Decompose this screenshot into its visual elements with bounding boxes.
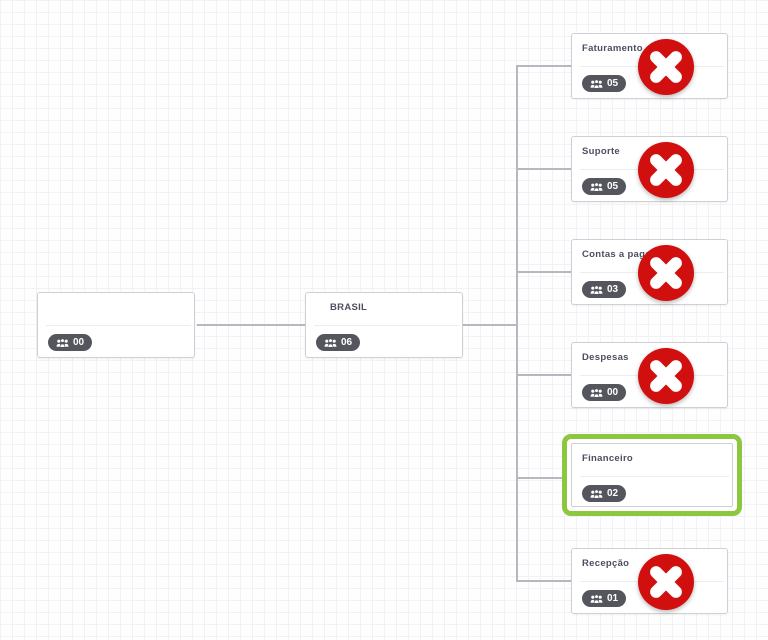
member-count-badge: 00 <box>48 334 93 351</box>
users-icon <box>590 488 603 499</box>
users-icon <box>590 284 603 295</box>
connector-child-3 <box>516 271 571 273</box>
member-count: 00 <box>73 337 85 348</box>
connector-parent-trunk <box>463 324 518 326</box>
node-title: Faturamento <box>582 43 643 54</box>
node-title: Despesas <box>582 352 629 363</box>
delete-node-button[interactable] <box>636 37 696 97</box>
member-count: 06 <box>341 337 353 348</box>
delete-node-button[interactable] <box>636 346 696 406</box>
users-icon <box>590 78 603 89</box>
member-count: 02 <box>607 488 619 499</box>
member-count: 01 <box>607 593 619 604</box>
connector-child-4 <box>516 374 571 376</box>
node-title: Financeiro <box>582 453 634 464</box>
org-node-recepcao[interactable]: Recepção 01 <box>571 548 728 614</box>
connector-trunk <box>516 65 518 582</box>
connector-child-2 <box>516 168 571 170</box>
node-title: Suporte <box>582 146 620 157</box>
close-icon <box>636 346 696 406</box>
close-icon <box>636 140 696 200</box>
org-node-contas-a-pagar[interactable]: Contas a pagar 03 <box>571 239 728 305</box>
member-count: 05 <box>607 181 619 192</box>
connector-child-5 <box>516 477 571 479</box>
users-icon <box>590 387 603 398</box>
delete-node-button[interactable] <box>636 243 696 303</box>
node-separator <box>314 325 459 326</box>
node-title: Contas a pagar <box>582 249 655 260</box>
member-count: 03 <box>607 284 619 295</box>
users-icon <box>324 337 337 348</box>
users-icon <box>56 337 69 348</box>
node-separator <box>46 325 191 326</box>
member-count-badge: 06 <box>316 334 361 351</box>
member-count-badge: 05 <box>582 75 627 92</box>
connector-child-6 <box>516 580 571 582</box>
close-icon <box>636 552 696 612</box>
node-separator <box>580 476 729 477</box>
close-icon <box>636 37 696 97</box>
member-count-badge: 05 <box>582 178 627 195</box>
member-count: 00 <box>607 387 619 398</box>
org-node-brasil[interactable]: BRASIL 06 <box>305 292 463 358</box>
users-icon <box>590 181 603 192</box>
selected-node-highlight[interactable]: Financeiro 02 <box>562 434 742 516</box>
node-title: Recepção <box>582 558 630 569</box>
org-node-financeiro[interactable]: Financeiro 02 <box>571 443 733 507</box>
connector-child-1 <box>516 65 571 67</box>
member-count: 05 <box>607 78 619 89</box>
delete-node-button[interactable] <box>636 140 696 200</box>
connector-root-parent <box>197 324 306 326</box>
org-node-despesas[interactable]: Despesas 00 <box>571 342 728 408</box>
member-count-badge: 03 <box>582 281 627 298</box>
member-count-badge: 00 <box>582 384 627 401</box>
member-count-badge: 01 <box>582 590 627 607</box>
delete-node-button[interactable] <box>636 552 696 612</box>
org-node-suporte[interactable]: Suporte 05 <box>571 136 728 202</box>
node-title: BRASIL <box>330 302 368 313</box>
users-icon <box>590 593 603 604</box>
close-icon <box>636 243 696 303</box>
member-count-badge: 02 <box>582 485 627 502</box>
org-node-faturamento[interactable]: Faturamento 05 <box>571 33 728 99</box>
org-node-root[interactable]: 00 <box>37 292 195 358</box>
